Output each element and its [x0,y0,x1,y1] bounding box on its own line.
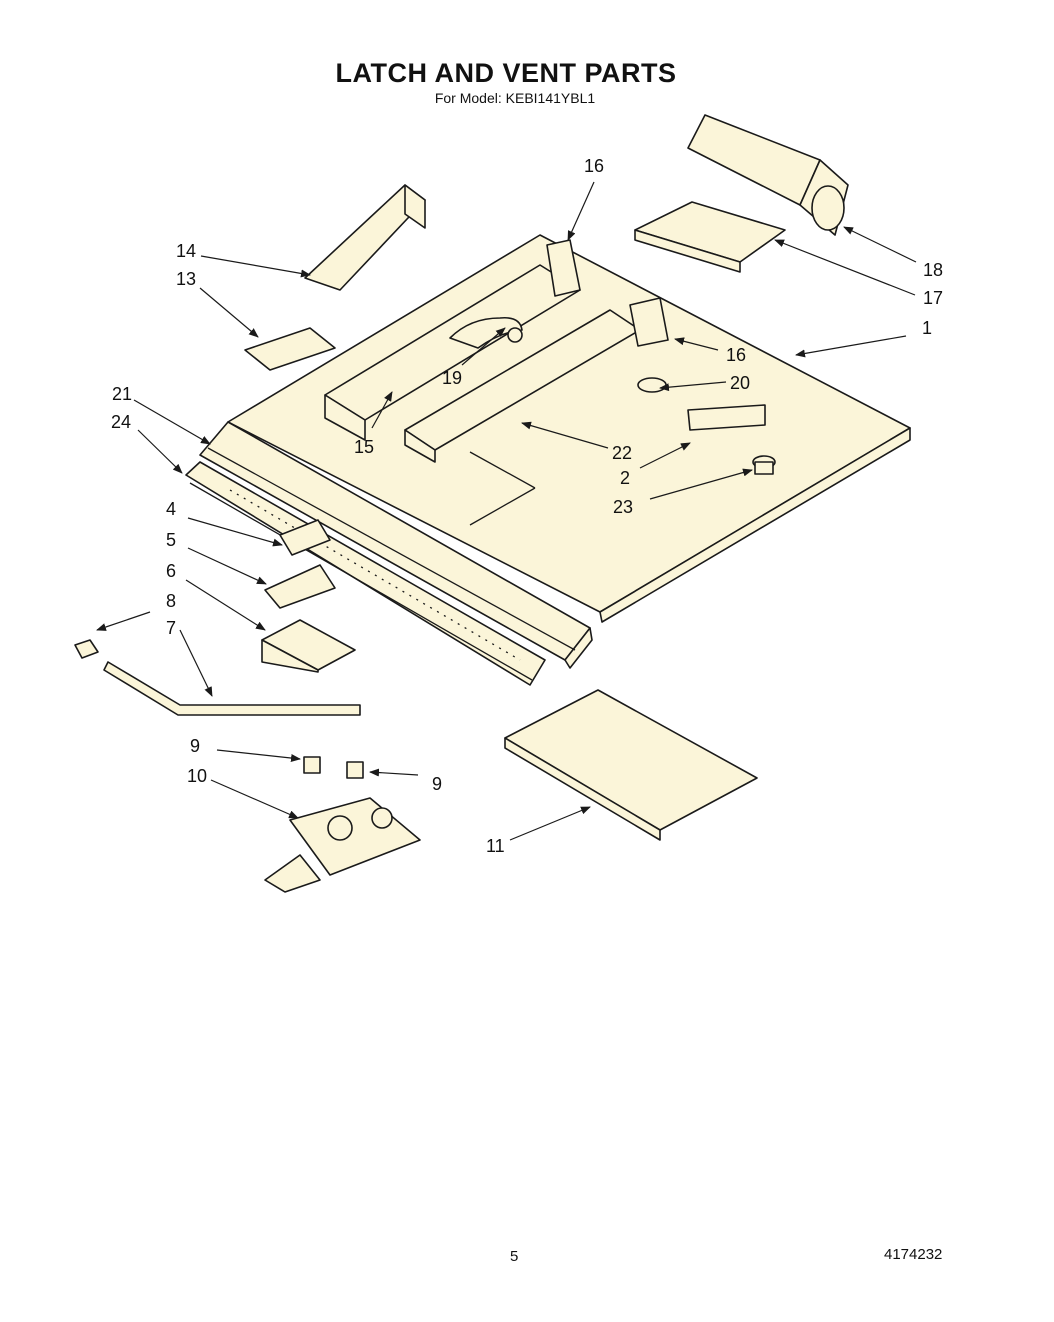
vent-block-part-16-lower [629,297,669,347]
latch-arm-part-7 [103,661,361,716]
page-number: 5 [510,1248,519,1265]
page-title: LATCH AND VENT PARTS [335,58,677,88]
callout-22: 22 [612,443,632,463]
callout-17: 17 [923,288,943,308]
latch-knob-part-8 [74,639,99,659]
fan-motor-part-18 [687,114,849,236]
insulator-part-5 [264,564,336,609]
callout-1: 1 [922,318,932,338]
document-number: 4174232 [884,1246,943,1263]
clip-part-20 [637,377,667,393]
callout-8: 8 [166,591,176,611]
callout-11: 11 [486,836,505,856]
callout-21: 21 [112,384,132,404]
bracket-part-14 [304,184,426,291]
callout-4: 4 [166,499,176,519]
callout-20: 20 [730,373,750,393]
callout-2: 2 [620,468,630,488]
spacer-part-9-right [346,761,364,779]
vent-block-part-16-upper [546,239,581,297]
callout-19: 19 [442,368,462,388]
front-rail-part-21 [199,421,593,669]
callout-23: 23 [613,497,633,517]
callout-5: 5 [166,530,176,550]
switch-bracket-part-6 [261,619,356,673]
callout-16-upper: 16 [584,156,604,176]
latch-switch-part-4 [279,519,331,556]
latch-mechanism-part-10 [264,797,421,893]
callout-6: 6 [166,561,176,581]
spacer-part-9-left [303,756,321,774]
vent-hose-part-19 [449,316,523,349]
callout-15: 15 [354,437,374,457]
top-panel-part-1 [227,234,911,623]
callout-7: 7 [166,618,176,638]
terminal-block-part-2 [687,404,766,431]
callout-9-right: 9 [432,774,442,794]
callout-16-lower: 16 [726,345,746,365]
callout-9-left: 9 [190,736,200,756]
model-subtitle: For Model: KEBI141YBL1 [434,90,596,106]
latch-plate-part-11 [504,689,758,841]
front-channel-part-24 [185,461,546,686]
bushing-part-23 [752,455,776,475]
fan-bracket-part-17 [634,201,786,273]
callout-10: 10 [187,766,207,786]
callout-18: 18 [923,260,943,280]
callout-14: 14 [176,241,196,261]
plate-part-13 [244,327,336,371]
callout-24: 24 [111,412,131,432]
callout-13: 13 [176,269,196,289]
